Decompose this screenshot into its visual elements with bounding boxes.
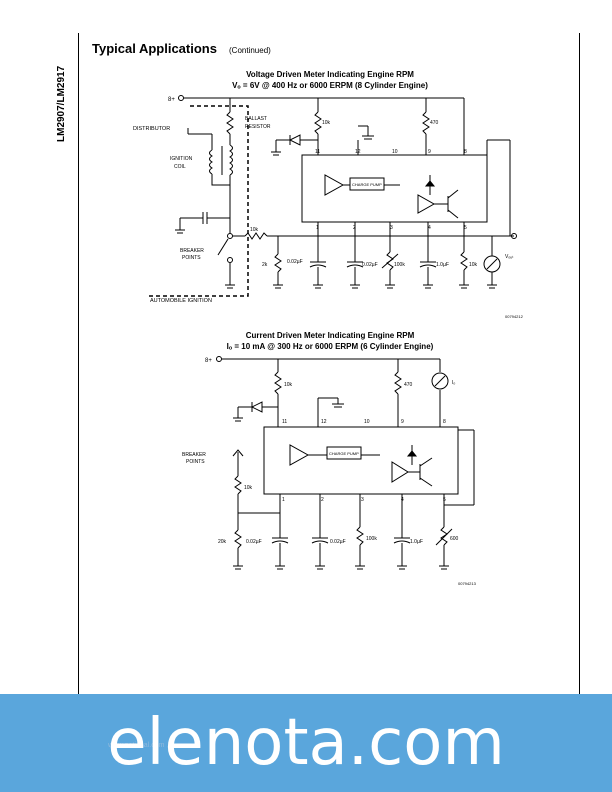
fig1-coil-label-2: COIL (174, 164, 186, 170)
fig1-r-100k-label: 100k (394, 262, 405, 268)
figure1-subtitle: Vₒ = 6V @ 400 Hz or 6000 ERPM (8 Cylinde… (232, 81, 428, 90)
fig1-c2-label: 0.02µF (362, 262, 378, 268)
fig2-breaker-label-1: BREAKER (182, 452, 206, 458)
fig1-ic-body (301, 154, 488, 223)
fig2-output-opamp (391, 461, 409, 483)
fig1-r-in-label: 10k (250, 227, 259, 233)
fig1-r-470-label: 470 (430, 120, 439, 126)
fig1-pin-3: 3 (390, 225, 393, 231)
fig2-pin-1: 1 (282, 497, 285, 503)
fig1-pin-5: 5 (464, 225, 467, 231)
fig2-charge-pump-label: CHARGE PUMP (329, 451, 359, 456)
fig1-automobile-label: AUTOMOBILE IGNITION (150, 298, 212, 304)
footer-text: www.national.com (108, 742, 165, 749)
fig2-meter-label: Iₒ (452, 380, 455, 386)
fig2-input-comparator (289, 444, 310, 466)
ignition-coil-secondary (209, 149, 213, 175)
ignition-coil-primary (229, 144, 233, 176)
fig1-r-10k-label: 10k (322, 120, 331, 126)
fig1-ballast-label-1: BALLAST (245, 116, 267, 122)
fig2-pin-11: 11 (282, 419, 287, 425)
figure2-schematic: 8+ 10k 470 Iₒ 11 12 10 9 8 1 2 3 4 5 CHA… (182, 356, 477, 586)
fig2-pin-8: 8 (443, 419, 446, 425)
supply-terminal-1 (178, 95, 184, 101)
fig2-code: 00794213 (458, 581, 477, 586)
fig2-r-600-label: 600 (450, 536, 459, 542)
figure1-title: Voltage Driven Meter Indicating Engine R… (246, 70, 414, 79)
fig1-breaker-label-1: BREAKER (180, 248, 204, 254)
fig1-c1-label: 0.02µF (287, 259, 303, 265)
fig1-charge-pump-label: CHARGE PUMP (352, 182, 382, 187)
fig2-pin-3: 3 (361, 497, 364, 503)
fig2-c1-label: 0.02µF (246, 539, 262, 545)
fig1-distributor-label: DISTRIBUTOR (133, 126, 170, 132)
section-note: (Continued) (229, 46, 271, 55)
fig2-charge-pump (326, 446, 362, 460)
fig2-pin-10: 10 (364, 419, 370, 425)
watermark-banner-text[interactable]: elenota.com (107, 706, 505, 780)
fig1-breaker-label-2: POINTS (182, 255, 201, 261)
fig1-pin-4: 4 (428, 225, 431, 231)
fig2-r-in-label: 10k (244, 485, 253, 491)
section-title: Typical Applications (92, 41, 217, 56)
fig1-supply-label: 8+ (168, 97, 175, 103)
fig2-supply-label: 8+ (205, 358, 212, 364)
fig2-pin-9: 9 (401, 419, 404, 425)
watermark-banner (0, 694, 612, 792)
fig2-r-20k-label: 20k (218, 539, 227, 545)
fig1-c3-label: 1.0µF (436, 262, 449, 268)
fig2-r-100k-label: 100k (366, 536, 377, 542)
fig2-ic-body (263, 426, 459, 495)
figure2-subtitle: Iₒ = 10 mA @ 300 Hz or 6000 ERPM (6 Cyli… (226, 342, 434, 351)
fig1-charge-pump (349, 177, 385, 191)
fig2-pin-2: 2 (321, 497, 324, 503)
fig1-r-out-label: 10k (469, 262, 478, 268)
fig1-ballast-label-2: RESISTOR (245, 124, 271, 130)
fig2-breaker-label-2: POINTS (186, 459, 205, 465)
automobile-ignition-boundary (148, 105, 249, 297)
fig1-code: 00794212 (505, 314, 524, 319)
page-frame (78, 33, 580, 792)
figure1-schematic: 8+ AUTOMOBILE IGNITION BALLAST RESISTOR … (133, 95, 524, 319)
fig1-pin-8: 8 (464, 149, 467, 155)
fig1-output-opamp (417, 194, 436, 214)
fig2-c3-label: 1.0µF (410, 539, 423, 545)
fig2-r-470-label: 470 (404, 382, 413, 388)
fig1-coil-label-1: IGNITION (170, 156, 193, 162)
figure2-title: Current Driven Meter Indicating Engine R… (245, 331, 415, 340)
fig1-vout-label: Vₒᵤₜ (505, 254, 514, 260)
fig1-input-comparator (324, 174, 345, 196)
fig2-pin-12: 12 (321, 419, 327, 425)
fig2-ammeter (431, 372, 449, 390)
fig2-c2-label: 0.02µF (330, 539, 346, 545)
fig2-r-10k-label: 10k (284, 382, 293, 388)
fig1-pin-9: 9 (428, 149, 431, 155)
fig1-pin-10: 10 (392, 149, 398, 155)
fig1-c-2k-label: 2k (262, 262, 268, 268)
